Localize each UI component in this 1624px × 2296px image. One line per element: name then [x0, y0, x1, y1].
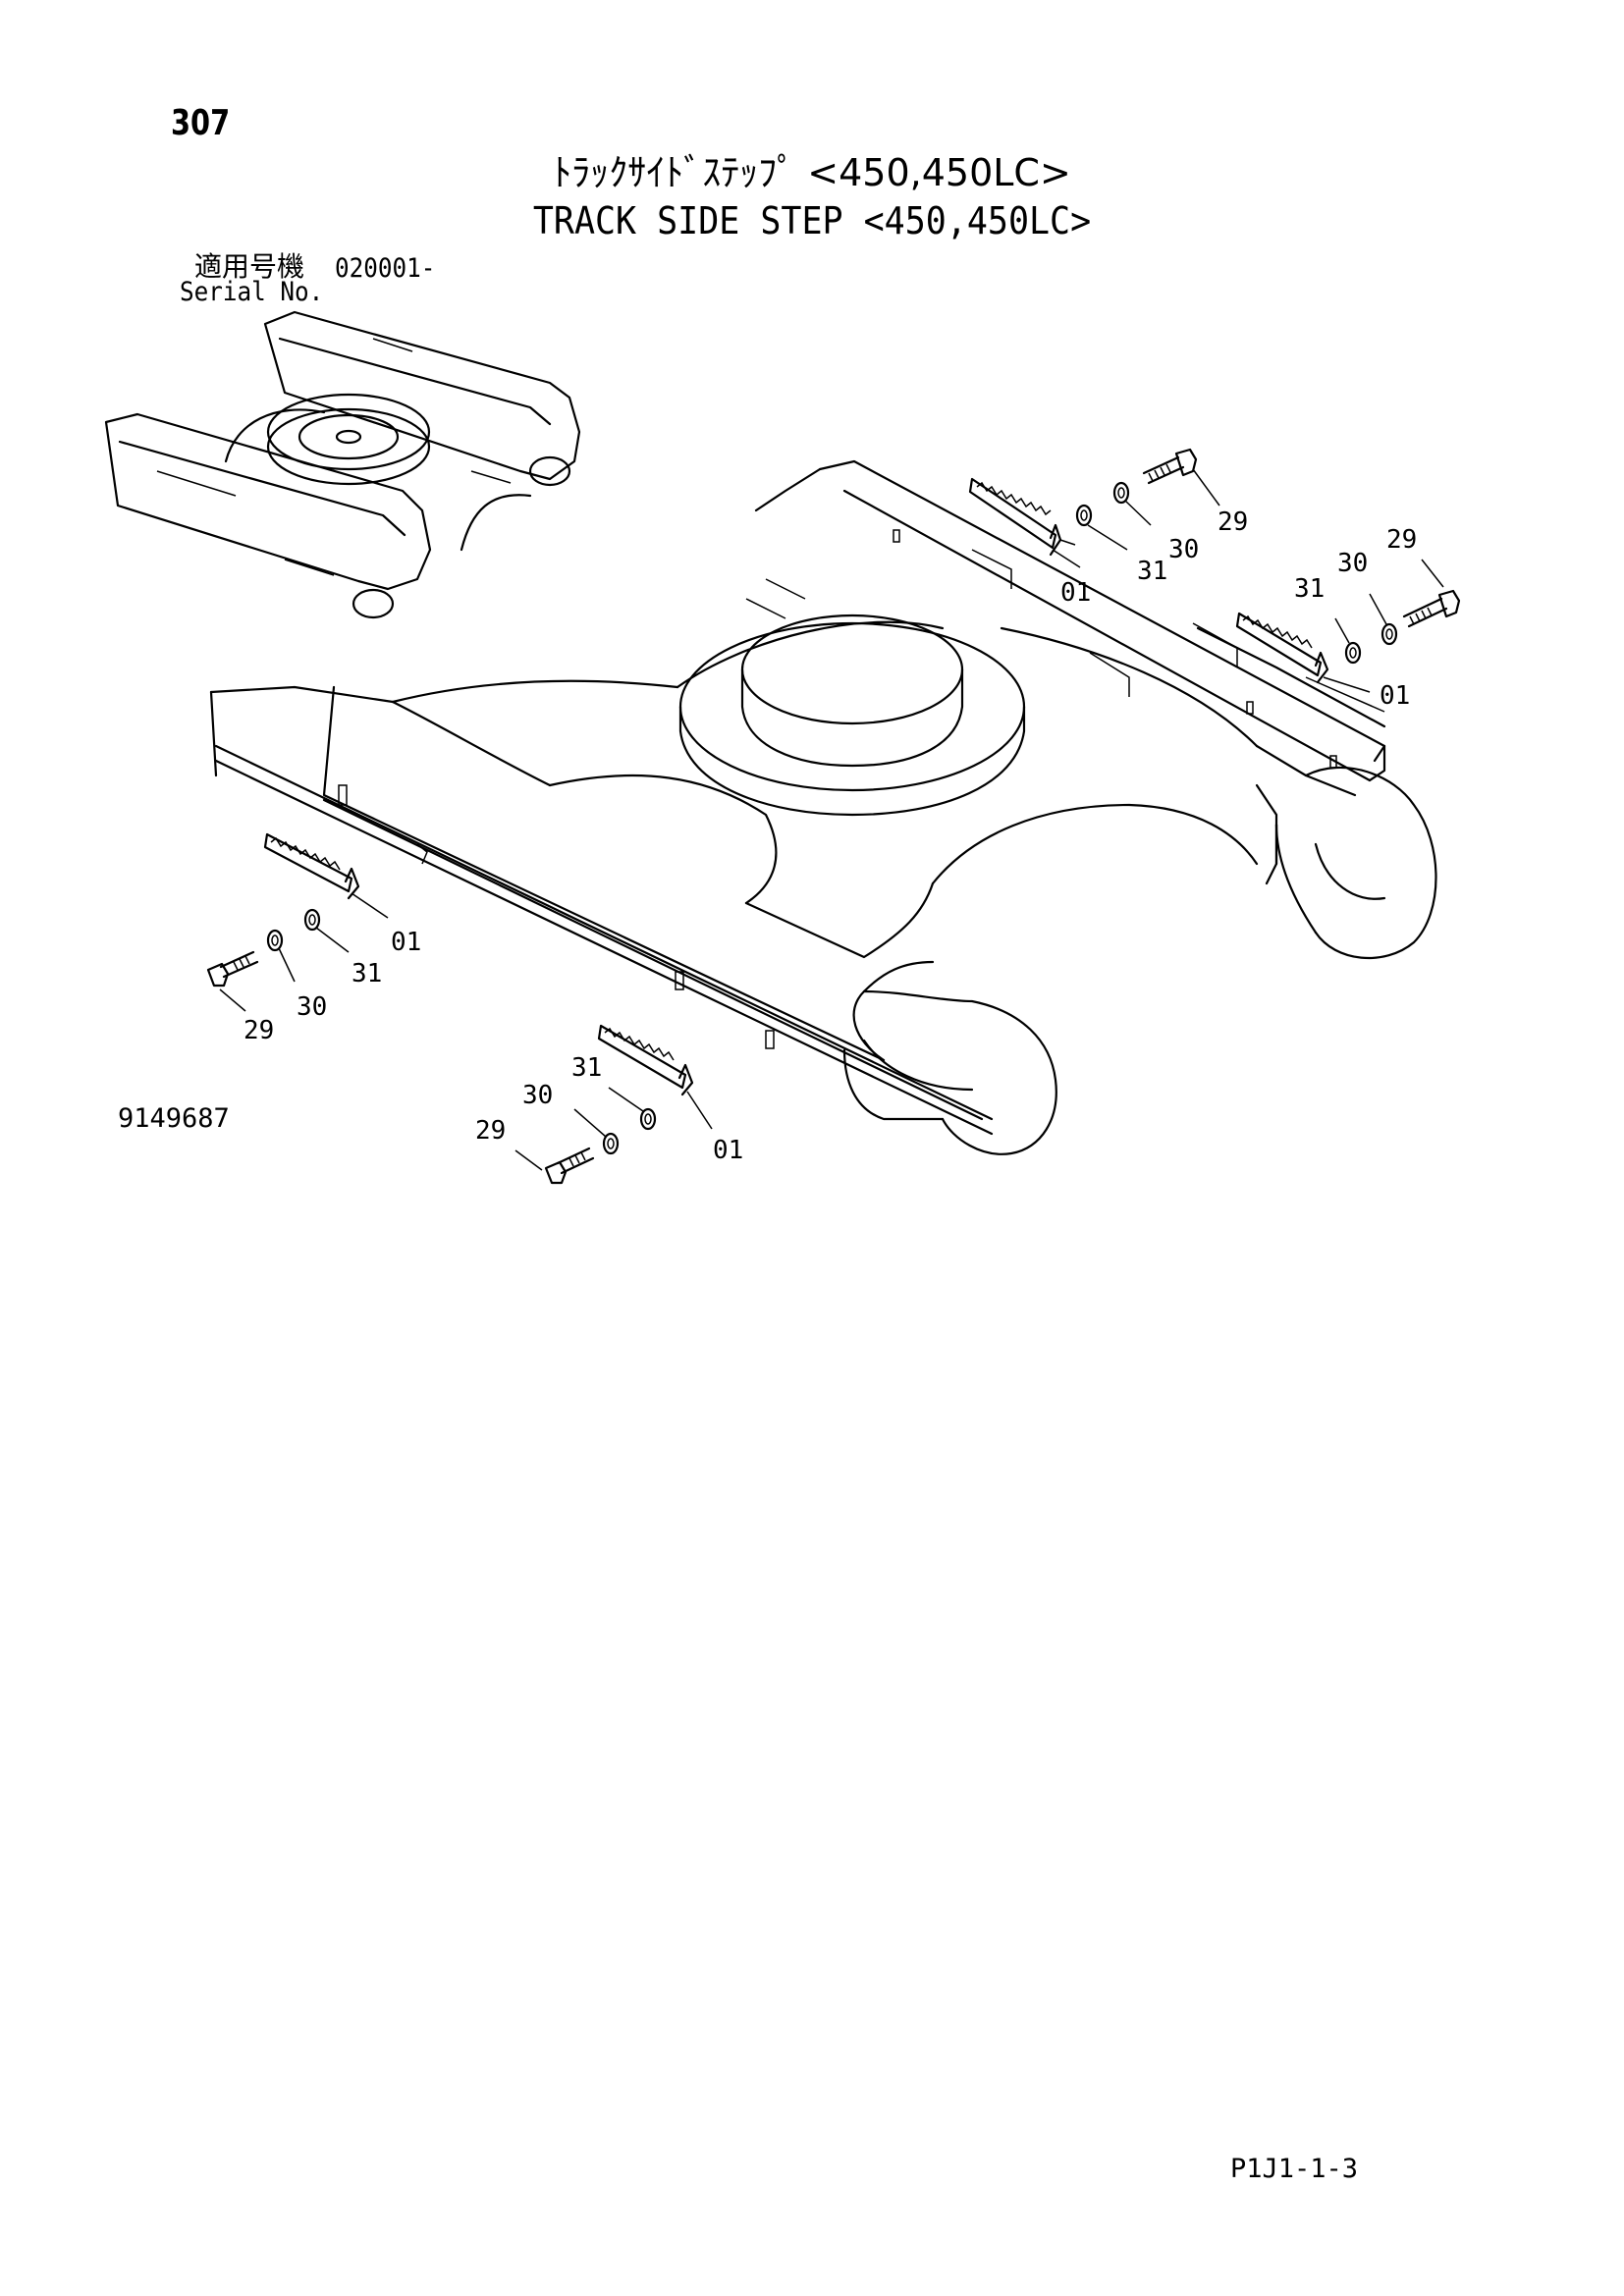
title-japanese: ﾄﾗｯｸｻｲﾄﾞｽﾃｯﾌﾟ <450,450LC> [553, 151, 1071, 194]
callout-01-bottom: 01 [713, 1136, 743, 1165]
page-number: 307 [171, 103, 231, 143]
callout-01-left: 01 [391, 928, 421, 957]
bolt-left [206, 950, 259, 988]
callout-29-right: 29 [1386, 525, 1417, 555]
callout-30-upper: 30 [1168, 535, 1199, 564]
inset-track-frame [104, 310, 581, 619]
bolt-bottom [544, 1147, 595, 1185]
step-plate-upper [968, 477, 1076, 557]
callout-31-upper: 31 [1137, 557, 1167, 586]
callout-29-upper: 29 [1218, 507, 1248, 537]
title-english: TRACK SIDE STEP <450,450LC> [532, 199, 1092, 242]
callout-30-bottom: 30 [522, 1081, 553, 1110]
sheet-code: P1J1-1-3 [1230, 2154, 1359, 2184]
washers [266, 481, 1398, 1155]
callout-01-right: 01 [1380, 681, 1410, 711]
step-plate-right [1235, 612, 1385, 713]
callout-01-upper: 01 [1060, 578, 1091, 608]
serial-label-english: Serial No. [180, 277, 324, 307]
track-side-step-exploded-diagram: 29 30 31 01 29 30 31 01 01 31 30 29 31 3… [104, 310, 1461, 1185]
step-plate-bottom [597, 1024, 694, 1096]
main-lower-frame [209, 459, 1437, 1155]
serial-label-japanese: 適用号機 [194, 250, 305, 283]
callout-31-right: 31 [1294, 574, 1325, 604]
callout-30-left: 30 [297, 992, 327, 1022]
serial-number-value: 020001- [335, 253, 436, 284]
callout-29-bottom: 29 [475, 1116, 506, 1146]
callout-31-left: 31 [352, 959, 382, 988]
drawing-number: 9149687 [118, 1103, 230, 1134]
callout-29-left: 29 [244, 1016, 274, 1045]
bolt-right [1402, 589, 1461, 628]
callout-31-bottom: 31 [571, 1053, 602, 1083]
leader-lines [219, 468, 1444, 1171]
callout-labels: 29 30 31 01 29 30 31 01 01 31 30 29 31 3… [244, 507, 1417, 1165]
step-plate-left [263, 832, 428, 900]
callout-30-right: 30 [1337, 549, 1368, 578]
bolt-upper [1142, 448, 1198, 485]
